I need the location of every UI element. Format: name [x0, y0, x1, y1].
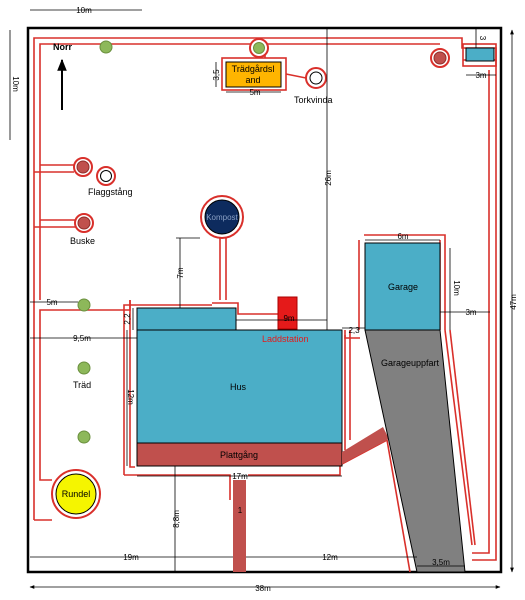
- house-label: Hus: [230, 382, 247, 392]
- dim-path-width-label: 1: [238, 506, 243, 515]
- tree-w3: [77, 430, 91, 444]
- tree-w2: [77, 361, 91, 375]
- drying-rack: [309, 71, 323, 85]
- garage-label: Garage: [388, 282, 418, 292]
- dim-tank-gap-label: 7m: [176, 267, 185, 278]
- dim-bed-width-label: 5m: [249, 88, 260, 97]
- garden-bed: [225, 61, 282, 88]
- dim-charger-gap-label: 9m: [283, 314, 294, 323]
- dim-house-width-label: 17m: [232, 472, 248, 481]
- north-label: Norr: [53, 42, 72, 52]
- compost-label: Kompost: [206, 213, 238, 222]
- dim-bed-height-label: 3,5: [212, 69, 221, 81]
- dim-garage-width-label: 6m: [397, 232, 408, 241]
- dim-house-north-label: 26m: [324, 170, 333, 186]
- garden-bed-label-2: and: [245, 75, 260, 85]
- dim-ext-height-label: 2,2: [123, 313, 132, 325]
- north-indicator: Norr: [53, 42, 72, 110]
- compost: [204, 199, 240, 235]
- dimension-labels: 10m 10m 47m 38m 26m 3,5 5m 3 3m 7m 6m 10…: [11, 6, 518, 593]
- tree-bed: [253, 42, 265, 54]
- dim-bottom-19-label: 19m: [123, 553, 139, 562]
- tree-nw: [99, 40, 113, 54]
- rundel-label: Rundel: [62, 489, 91, 499]
- dim-bottom-12-label: 12m: [322, 553, 338, 562]
- flagpole-bush: [76, 160, 90, 174]
- dim-shed-width-label: 3m: [475, 71, 486, 80]
- dimension-lines: [9, 9, 514, 589]
- bush: [77, 216, 91, 230]
- driveway-label: Garageuppfart: [381, 358, 440, 368]
- dim-west-five-label: 5m: [46, 298, 57, 307]
- flagpole-label: Flaggstång: [88, 187, 133, 197]
- dim-top-width-label: 10m: [76, 6, 92, 15]
- shed-outline: [462, 43, 497, 67]
- dim-west-95-label: 9,5m: [73, 334, 91, 343]
- dim-garage-height-label: 10m: [452, 280, 461, 296]
- bush-ne: [433, 51, 447, 65]
- dim-south-path-label: 8,8m: [172, 510, 181, 528]
- drying-rack-label: Torkvinda: [294, 95, 333, 105]
- house: [136, 329, 343, 444]
- tree-label: Träd: [73, 380, 91, 390]
- dim-plot-height-label: 47m: [509, 294, 518, 310]
- garage: [364, 242, 441, 331]
- side-path: [342, 427, 389, 464]
- driveway: [364, 329, 466, 573]
- garden-bed-label-1: Trädgårdsl: [232, 64, 275, 74]
- bush-label: Buske: [70, 236, 95, 246]
- dim-house-garage-gap-label: 2,3: [348, 326, 360, 335]
- tree-w1: [77, 298, 91, 312]
- south-path: [233, 480, 246, 572]
- dim-plot-width-label: 38m: [255, 584, 271, 593]
- charger-label: Laddstation: [262, 334, 309, 344]
- flagpole: [100, 170, 112, 182]
- dim-left-height-label: 10m: [11, 76, 20, 92]
- dim-drive-bottom-label: 3,5m: [432, 558, 450, 567]
- drying-rack-link: [285, 73, 307, 79]
- dim-house-height-label: 12m: [126, 389, 135, 405]
- dim-garage-side-label: 3m: [465, 308, 476, 317]
- shed: [465, 47, 495, 62]
- walkway-label: Plattgång: [220, 450, 258, 460]
- charger: [277, 296, 298, 330]
- dim-shed-height-label: 3: [478, 36, 487, 41]
- house-extension: [136, 307, 237, 331]
- rundel: [55, 473, 97, 515]
